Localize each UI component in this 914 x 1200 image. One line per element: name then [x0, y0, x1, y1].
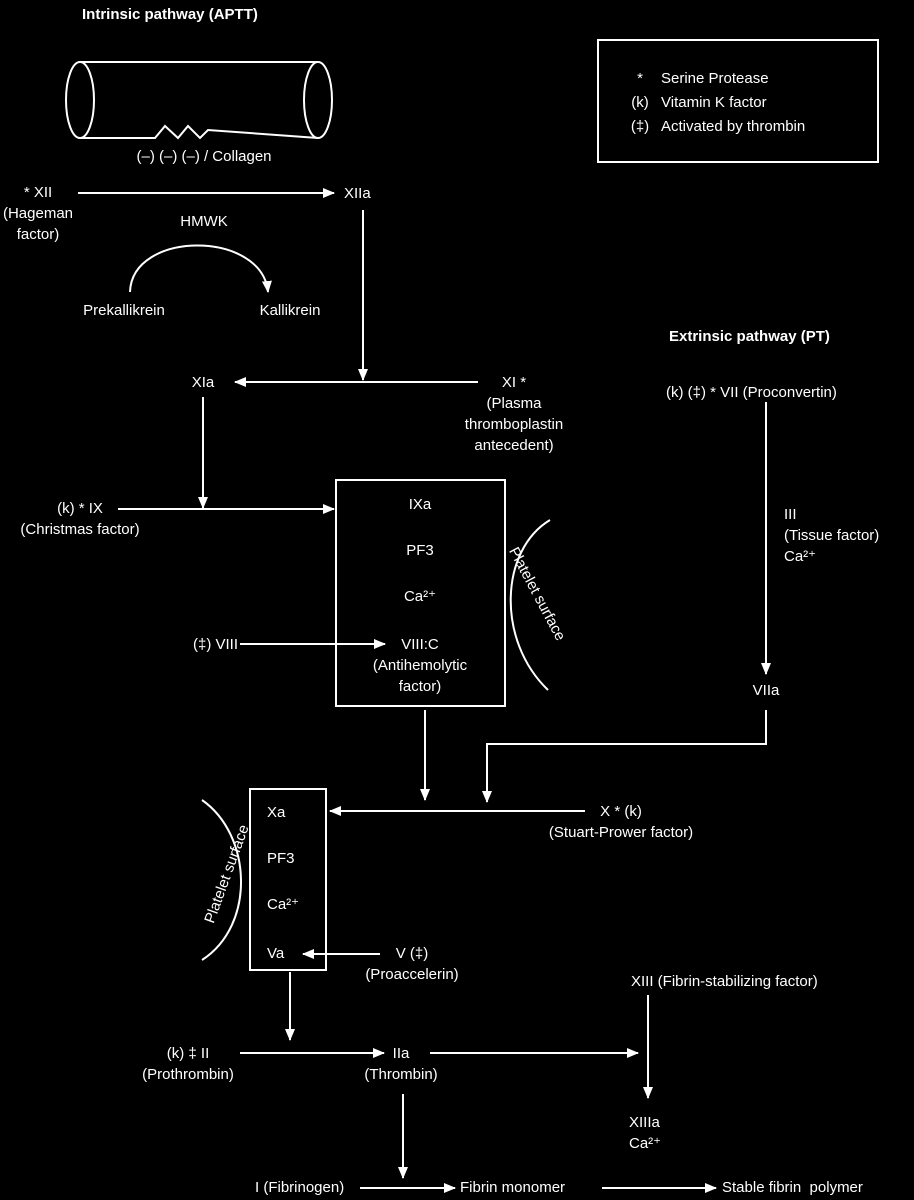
legend-text: Vitamin K factor — [661, 94, 767, 111]
legend-frame — [597, 39, 879, 163]
node-xiii: XIII (Fibrin-stabilizing factor) — [631, 973, 818, 990]
node-ix: (k) * IX (Christmas factor) — [20, 500, 140, 538]
node-xiia: XIIa — [344, 185, 371, 202]
node-xi: XI * (Plasma thromboplastin antecedent) — [464, 374, 564, 454]
node-iia: IIa (Thrombin) — [364, 1045, 438, 1083]
node-kallikrein: Kallikrein — [259, 302, 321, 319]
box1-platelet-arc — [509, 519, 551, 691]
node-xia: XIa — [191, 374, 215, 391]
node-fibrin-monomer: Fibrin monomer — [460, 1179, 566, 1196]
legend-text: Serine Protease — [661, 70, 769, 87]
arrow-viia-down — [482, 710, 767, 803]
node-v: V (‡) (Proaccelerin) — [365, 945, 459, 983]
vessel-left-end — [65, 61, 95, 139]
vessel-tube — [80, 61, 319, 140]
node-viii: (‡) VIII — [192, 636, 238, 653]
legend-symbol: (‡) — [630, 118, 650, 135]
box1-item-ixa: IXa — [408, 496, 432, 513]
arrow-prekallikrein-kallikrein — [129, 244, 272, 293]
box2-platelet-arc — [201, 799, 242, 961]
legend-symbol: (k) — [631, 94, 649, 111]
box2-item-xa: Xa — [267, 804, 286, 821]
box2-item-pf3: PF3 — [267, 850, 295, 867]
legend-symbol: * — [637, 70, 643, 87]
node-vii: (k) (‡) * VII (Proconvertin) — [666, 384, 837, 401]
legend-text: Activated by thrombin — [661, 118, 806, 135]
box1-item-viiic: VIII:C (Antihemolytic factor) — [372, 636, 468, 695]
box2-item-ca: Ca²⁺ — [267, 896, 300, 913]
extrinsic-pathway-title: Extrinsic pathway (PT) — [669, 328, 830, 345]
node-stable-fibrin-polymer: Stable fibrin polymer — [722, 1179, 863, 1196]
node-viia: VIIa — [752, 682, 780, 699]
node-ii: (k) ‡ II (Prothrombin) — [142, 1045, 234, 1083]
box1-item-pf3: PF3 — [406, 542, 434, 559]
node-iii: III (Tissue factor) Ca²⁺ — [784, 506, 880, 565]
box1-frame — [335, 479, 506, 707]
vessel-right-end — [303, 61, 333, 139]
node-hmwk: HMWK — [180, 213, 228, 230]
vessel-caption: (–) (–) (–) / Collagen — [136, 148, 272, 165]
node-fibrinogen: I (Fibrinogen) — [255, 1179, 345, 1196]
node-xii: * XII (Hageman factor) — [2, 184, 74, 243]
node-prekallikrein: Prekallikrein — [83, 302, 165, 319]
box2-frame — [249, 788, 327, 971]
node-x: X * (k) (Stuart-Prower factor) — [548, 803, 694, 841]
node-xiiia: XIIIa Ca²⁺ — [629, 1114, 662, 1152]
box1-item-ca: Ca²⁺ — [403, 588, 437, 605]
box2-item-va: Va — [267, 945, 285, 962]
intrinsic-pathway-title: Intrinsic pathway (APTT) — [82, 6, 258, 23]
